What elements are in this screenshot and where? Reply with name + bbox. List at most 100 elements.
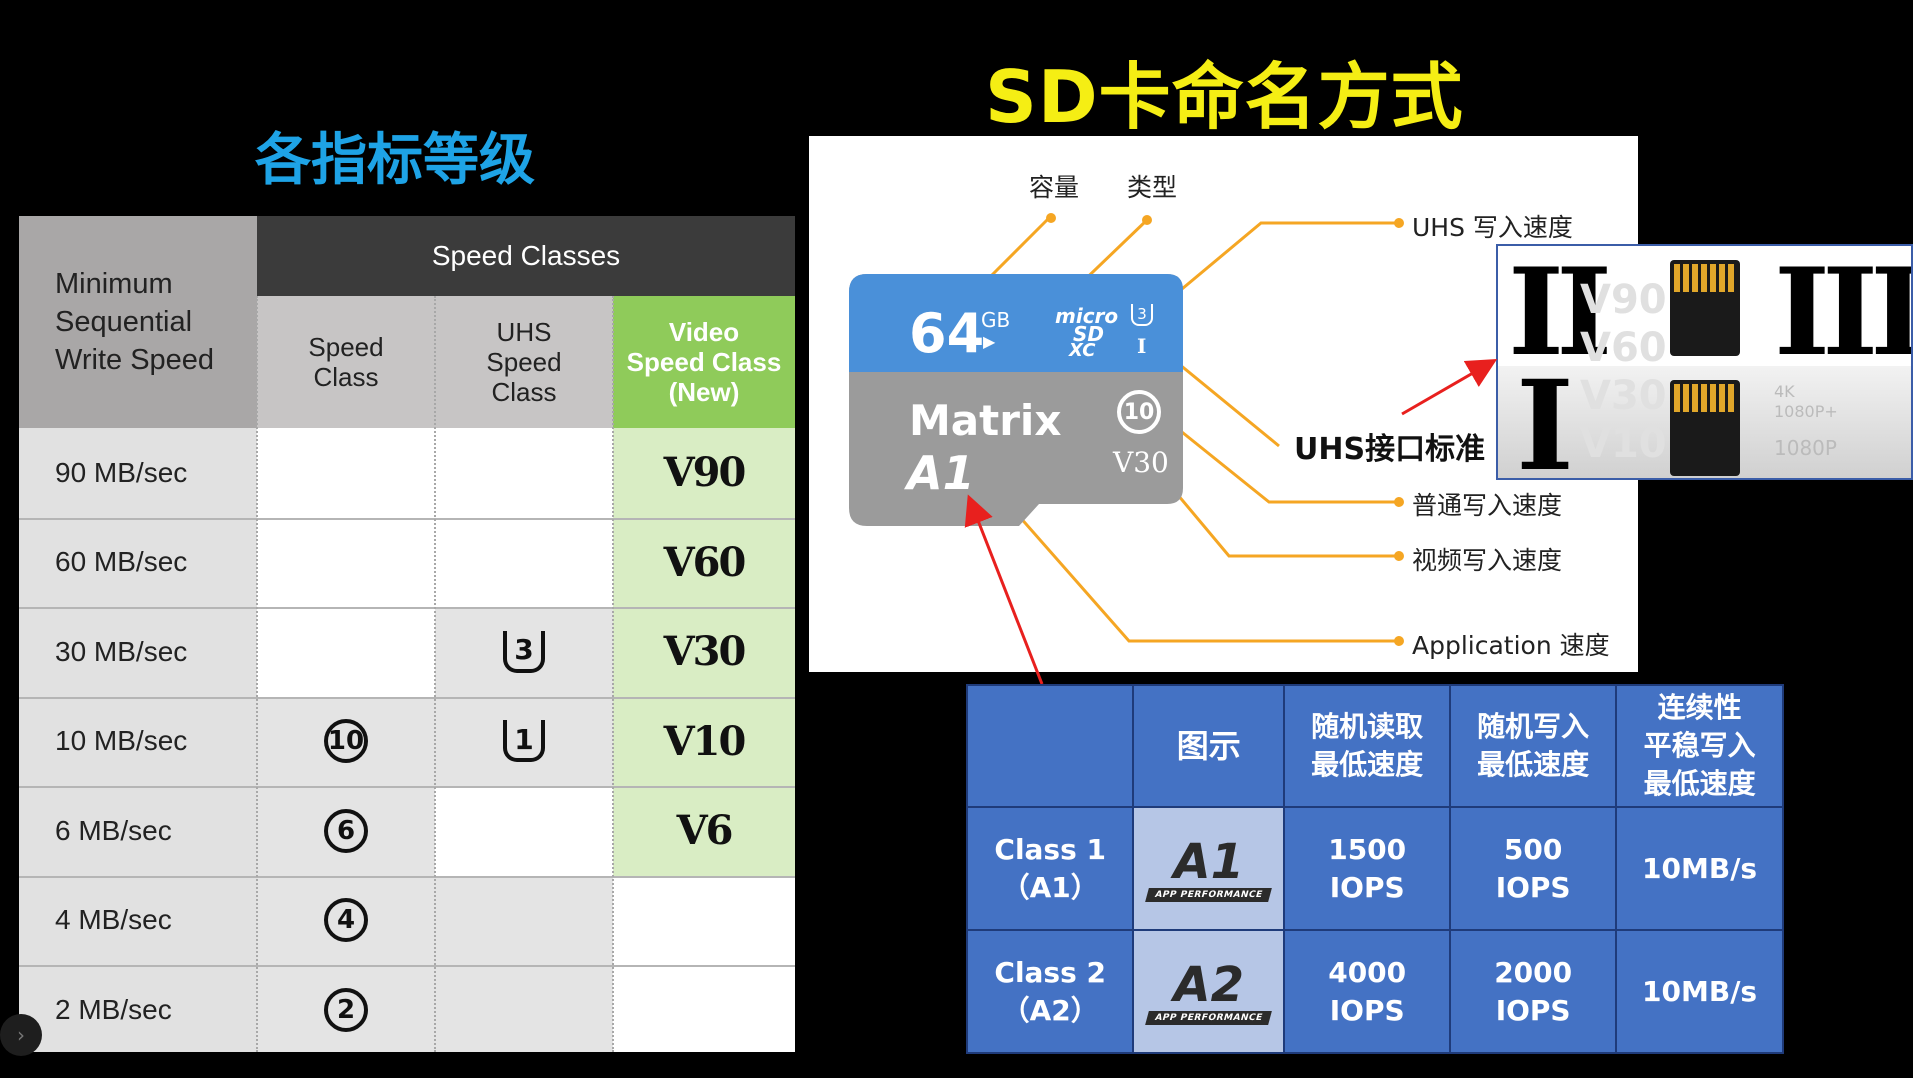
label-type: 类型 — [1127, 173, 1178, 202]
speed-class-c-icon: 10 — [324, 719, 368, 764]
uhs-interface-inset: II III I V90 V60 V30 V10 4K 1080P+ 1080P — [1496, 244, 1913, 480]
col-divider — [434, 296, 436, 1052]
col-divider — [612, 296, 614, 1052]
slide-nav-button[interactable]: › — [0, 1014, 42, 1056]
row-sequential: 10MB/s — [1615, 806, 1784, 931]
row-speed-class: 10 — [257, 696, 435, 786]
label-normal-write-speed: 普通写入速度 — [1412, 491, 1563, 520]
video-class-v-icon: V90 — [663, 449, 747, 497]
card-capacity: 64 — [909, 302, 985, 365]
card-video-class-mark: V30 — [1113, 446, 1169, 479]
row-speed-class — [257, 517, 435, 607]
row-divider — [19, 875, 795, 878]
speed-class-c-icon: 6 — [324, 808, 368, 853]
label-uhs-write-speed: UHS 写入速度 — [1412, 213, 1573, 242]
card-speed-class-mark: 10 — [1117, 390, 1161, 434]
page-title: SD卡命名方式 — [985, 55, 1464, 139]
row-uhs-class — [435, 965, 613, 1052]
speed-class-c-icon: 2 — [324, 987, 368, 1032]
label-video-write-speed: 视频写入速度 — [1412, 546, 1563, 575]
card-micro: micro — [1055, 304, 1119, 328]
hdr-line: (New) — [668, 377, 740, 407]
app-table-header: 图示 随机读取最低速度 随机写入最低速度 连续性平稳写入最低速度 — [965, 684, 1784, 808]
header-sequential: 连续性平稳写入最低速度 — [1615, 684, 1784, 808]
speed-levels-title: 各指标等级 — [255, 128, 535, 193]
sd-card-image-top — [1670, 260, 1740, 356]
speed-class-table: Minimum Sequential Write Speed Speed Cla… — [19, 216, 795, 1052]
dot — [1394, 636, 1404, 646]
row-speed-label: 90 MB/sec — [19, 428, 257, 518]
row-video-class — [613, 965, 795, 1052]
row-speed-class: 2 — [257, 965, 435, 1052]
card-uhs-speed-mark: 3 — [1131, 304, 1153, 326]
row-uhs-class: 1 — [435, 696, 613, 786]
row-video-class: V90 — [613, 428, 795, 518]
header-min-line: Minimum — [55, 268, 173, 300]
row-class-name: Class 1（A1） — [965, 806, 1135, 931]
hdr-line: Class — [313, 362, 379, 392]
row-speed-class: 6 — [257, 786, 435, 876]
res-1080p-plus: 1080P+ — [1774, 402, 1838, 421]
video-class-v-icon: V60 — [663, 538, 747, 586]
row-divider — [19, 786, 795, 788]
roman-one: I — [1516, 354, 1575, 480]
video-class-v-icon: V6 — [676, 807, 734, 855]
badge-sub: APP PERFORMANCE — [1145, 1010, 1273, 1025]
uhs-u-icon: 3 — [503, 630, 545, 673]
header-min-line: Sequential — [55, 306, 193, 338]
video-class-v-icon: V30 — [663, 628, 747, 676]
card-diagram: 容量 类型 UHS 写入速度 普通写入速度 视频写入速度 Application… — [809, 136, 1638, 672]
row-speed-label: 6 MB/sec — [19, 786, 257, 876]
hdr-line: Video — [668, 317, 740, 347]
roman-two: II — [1508, 244, 1612, 383]
header-random-read: 随机读取最低速度 — [1283, 684, 1452, 808]
header-icon: 图示 — [1132, 684, 1286, 808]
hdr-line: Speed Class — [626, 347, 782, 377]
row-class-name: Class 2（A2） — [965, 929, 1135, 1054]
row-uhs-class — [435, 786, 613, 876]
row-uhs-class: 3 — [435, 607, 613, 697]
hdr-line: UHS — [496, 317, 552, 347]
dot — [1142, 215, 1152, 225]
uhs-u-icon: 1 — [503, 720, 545, 763]
label-capacity: 容量 — [1029, 173, 1080, 202]
row-uhs-class — [435, 875, 613, 965]
dot — [1394, 497, 1404, 507]
faded-v10: V10 — [1580, 421, 1667, 467]
row-divider — [19, 607, 795, 609]
row-video-class — [613, 875, 795, 965]
video-class-v-icon: V10 — [663, 717, 747, 765]
row-divider — [19, 965, 795, 967]
card-app-class: A1 — [907, 446, 975, 500]
row-speed-class: 4 — [257, 875, 435, 965]
play-icon: ▶ — [983, 332, 996, 351]
header-min-line: Write Speed — [55, 344, 215, 376]
row-divider — [19, 696, 795, 699]
speed-class-c-icon: 4 — [324, 898, 368, 943]
row-video-class: V6 — [613, 786, 795, 876]
dot — [1394, 551, 1404, 561]
card-xc: XC — [1069, 340, 1096, 361]
header-random-write: 随机写入最低速度 — [1449, 684, 1618, 808]
header-speed-classes: Speed Classes — [257, 216, 795, 296]
faded-v90: V90 — [1580, 277, 1667, 323]
app-performance-table: 图示 随机读取最低速度 随机写入最低速度 连续性平稳写入最低速度 Class 1… — [965, 684, 1784, 1054]
hdr-line: Class — [491, 377, 557, 407]
row-speed-class — [257, 607, 435, 697]
faded-v60: V60 — [1580, 325, 1667, 371]
res-4k: 4K — [1774, 382, 1795, 401]
row-video-class: V60 — [613, 517, 795, 607]
card-capacity-unit: GB — [981, 308, 1011, 332]
row-divider — [19, 517, 795, 520]
row-speed-label: 10 MB/sec — [19, 696, 257, 786]
faded-v30: V30 — [1580, 373, 1667, 419]
dot — [1394, 218, 1404, 228]
